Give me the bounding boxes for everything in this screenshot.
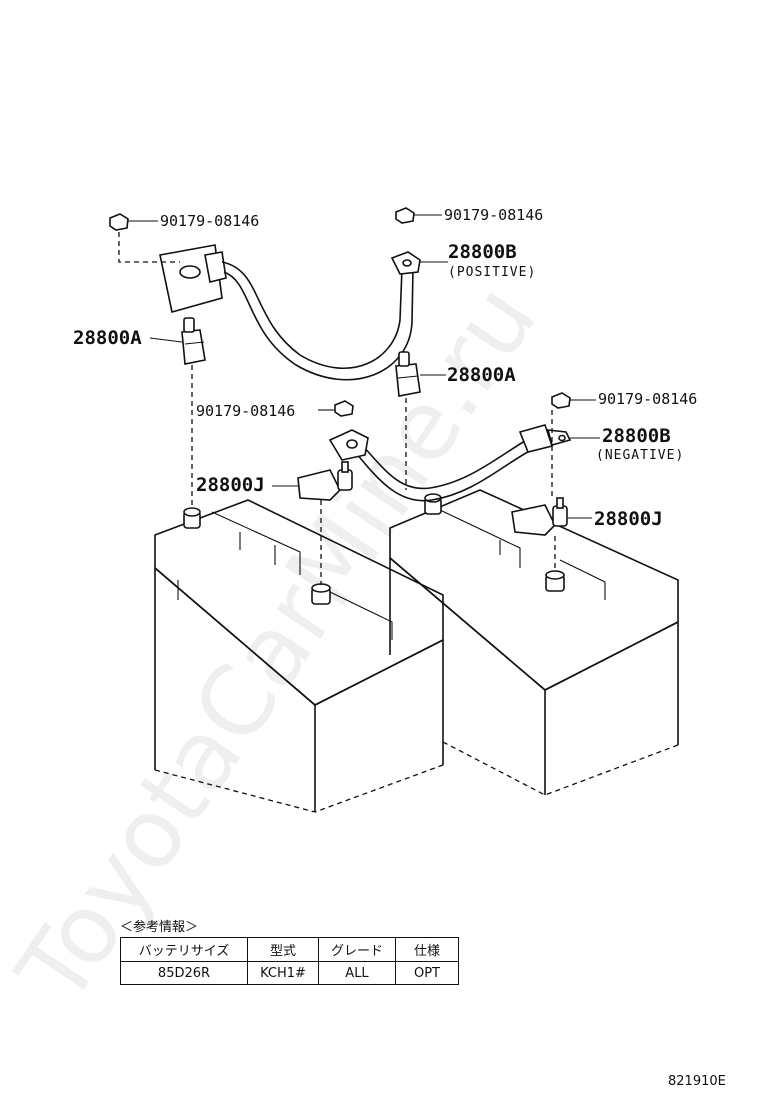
- table-cell: ALL: [318, 961, 396, 985]
- clamp-right: [511, 497, 568, 536]
- table-cell: OPT: [395, 961, 459, 985]
- callout-clamp-left: 28800J: [196, 474, 265, 496]
- table-row: 85D26R KCH1# ALL OPT: [120, 961, 459, 985]
- battery-right: [389, 489, 679, 796]
- callout-positive-sub: (POSITIVE): [448, 265, 536, 280]
- nut-icons: [109, 207, 571, 417]
- reference-info-title: ＜参考情報＞: [120, 920, 199, 935]
- table-header-cell: グレード: [318, 937, 396, 962]
- diagram-code: 821910E: [668, 1074, 726, 1089]
- table-header-row: バッテリサイズ 型式 グレード 仕様: [120, 937, 459, 962]
- terminal-mid: [395, 351, 421, 397]
- clamp-left: [297, 461, 353, 501]
- reference-info-table: バッテリサイズ 型式 グレード 仕様 85D26R KCH1# ALL OPT: [120, 937, 459, 985]
- reference-info: ＜参考情報＞ バッテリサイズ 型式 グレード 仕様 85D26R KCH1# A…: [120, 916, 459, 985]
- table-cell: 85D26R: [120, 961, 248, 985]
- callout-nut-right: 90179-08146: [598, 390, 697, 408]
- table-cell: KCH1#: [247, 961, 319, 985]
- callout-clamp-right: 28800J: [594, 508, 663, 530]
- table-header-cell: バッテリサイズ: [120, 937, 248, 962]
- callout-negative-cable: 28800B: [602, 425, 671, 447]
- positive-cable: [159, 244, 421, 381]
- terminal-left: [181, 317, 206, 365]
- callout-negative-sub: (NEGATIVE): [596, 448, 684, 463]
- callout-positive-cable: 28800B: [448, 241, 517, 263]
- callout-nut-top-left: 90179-08146: [160, 212, 259, 230]
- negative-cable: [328, 424, 572, 502]
- assembly-lines: [118, 232, 556, 585]
- callout-terminal-mid: 28800A: [447, 364, 516, 386]
- leader-lines: [128, 214, 600, 519]
- battery-left: [154, 499, 444, 813]
- callout-nut-mid: 90179-08146: [196, 402, 295, 420]
- table-header-cell: 型式: [247, 937, 319, 962]
- callout-nut-top-mid: 90179-08146: [444, 206, 543, 224]
- callout-terminal-left: 28800A: [73, 327, 142, 349]
- table-header-cell: 仕様: [395, 937, 459, 962]
